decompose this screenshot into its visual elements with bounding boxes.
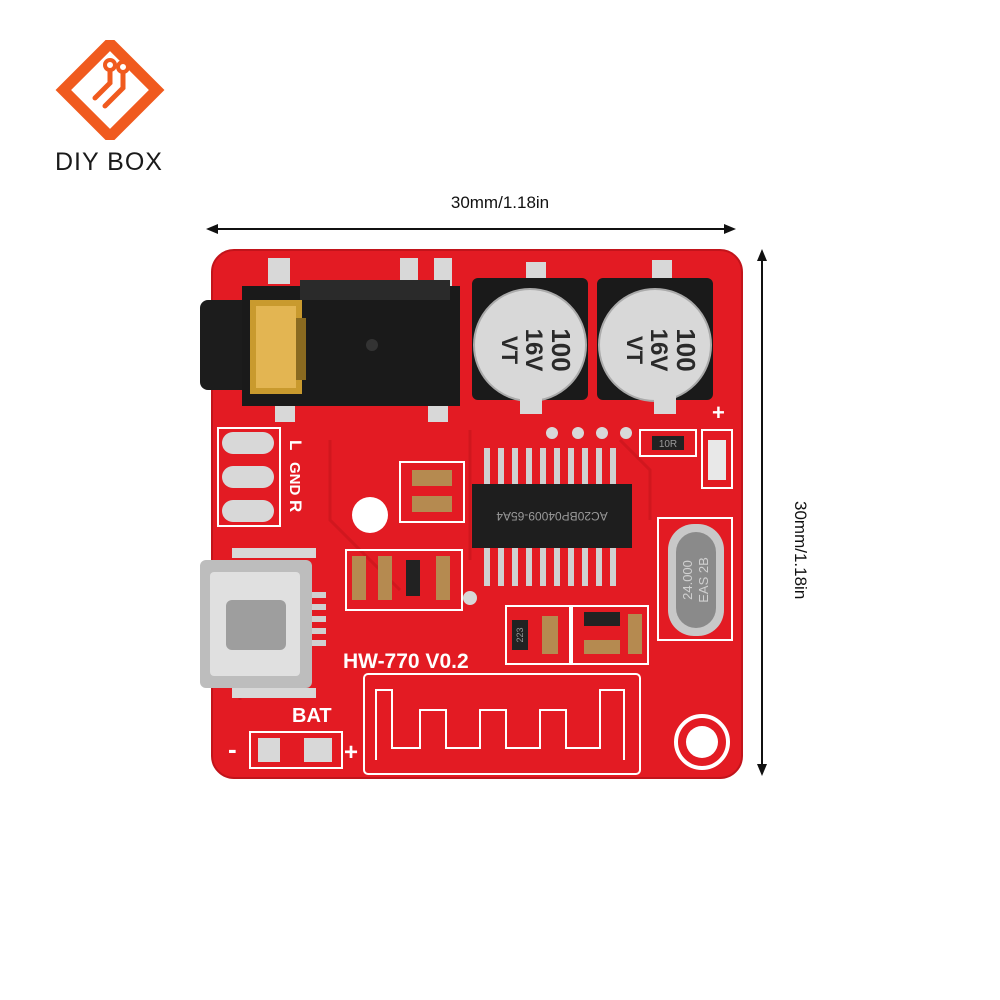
bluetooth-antenna: [363, 673, 641, 775]
mounting-hole-right: [674, 714, 730, 770]
plus-label: +: [344, 739, 358, 766]
mounting-hole-left: [352, 497, 388, 533]
smd-lower: 223: [505, 605, 649, 665]
cap-left-type: VT: [497, 336, 522, 365]
resistor-top: 10R: [639, 429, 697, 457]
crystal-code: EAS 2B: [696, 557, 711, 603]
audio-jack: [200, 280, 460, 406]
pin-label-r: R: [286, 500, 305, 512]
width-dimension-arrow: [206, 224, 736, 234]
height-dimension-label: 30mm/1.18in: [791, 500, 810, 600]
capacitor-right: 100 16V VT: [597, 278, 713, 414]
capacitor-left: 100 16V VT: [472, 278, 588, 414]
brand-name: DIY BOX: [55, 148, 163, 176]
pin-label-gnd: GND: [286, 462, 303, 496]
battery-pads: [249, 731, 343, 769]
cap-right-type: VT: [622, 336, 647, 365]
main-ic-chip: AC20BP04009-65A4: [472, 448, 632, 586]
model-label: HW-770 V0.2: [343, 650, 469, 673]
micro-usb-port: [200, 548, 326, 698]
cap-right-voltage: 16V: [645, 329, 672, 372]
header-holes: [463, 427, 632, 605]
height-dimension-arrow: [757, 249, 767, 776]
bat-label: BAT: [292, 705, 332, 727]
led: [701, 429, 733, 489]
left-pin-pads: [217, 427, 281, 527]
cap-left-voltage: 16V: [520, 329, 547, 372]
diy-box-logo-icon: [55, 40, 165, 140]
pin-label-l: L: [286, 440, 305, 450]
resistor-mid-code: 223: [515, 627, 525, 642]
chip-label: AC20BP04009-65A4: [496, 509, 608, 523]
cap-left-value: 100: [546, 328, 576, 371]
minus-label: -: [228, 734, 237, 764]
smd-capacitors: [345, 461, 465, 611]
crystal-freq: 24.000: [680, 560, 695, 600]
crystal-oscillator: 24.000 EAS 2B: [657, 517, 733, 641]
cap-right-value: 100: [671, 328, 701, 371]
plus-top-label: +: [712, 400, 725, 425]
width-dimension-label: 30mm/1.18in: [450, 193, 550, 212]
resistor-top-code: 10R: [659, 439, 677, 450]
